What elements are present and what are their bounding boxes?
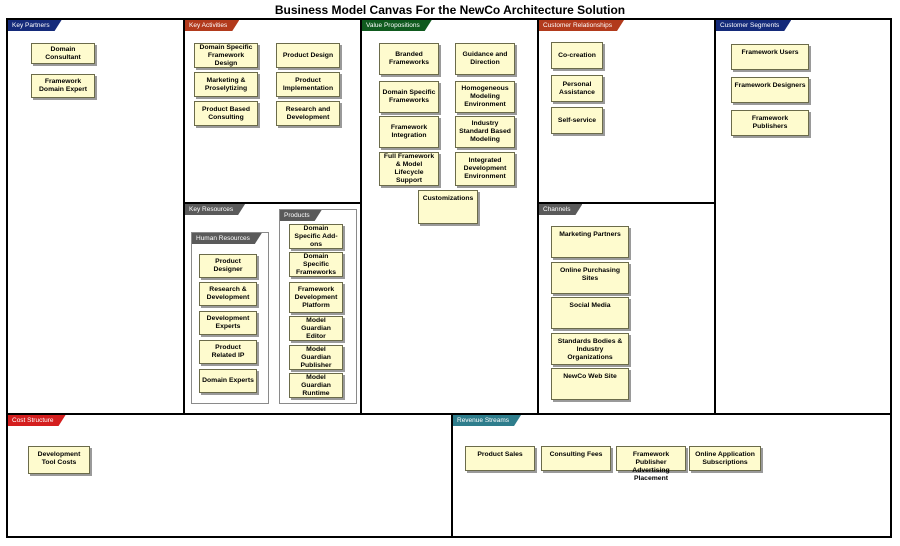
product-note[interactable]: Model Guardian Publisher (289, 345, 343, 370)
value-proposition-note[interactable]: Branded Frameworks (379, 43, 439, 75)
customer-relationship-note[interactable]: Self-service (551, 107, 603, 134)
human-resources-group: Human Resources Product Designer Researc… (191, 232, 269, 404)
channel-note[interactable]: Social Media (551, 297, 629, 329)
value-proposition-note[interactable]: Homogeneous Modeling Environment (455, 81, 515, 113)
customer-relationship-note[interactable]: Co-creation (551, 42, 603, 69)
revenue-stream-note[interactable]: Consulting Fees (541, 446, 611, 471)
value-proposition-note[interactable]: Full Framework & Model Lifecycle Support (379, 152, 439, 186)
channels-block: Channels Marketing Partners Online Purch… (537, 202, 716, 415)
revenue-stream-note[interactable]: Product Sales (465, 446, 535, 471)
value-proposition-note[interactable]: Domain Specific Frameworks (379, 81, 439, 113)
human-resource-note[interactable]: Research & Development (199, 282, 257, 306)
value-proposition-note[interactable]: Industry Standard Based Modeling (455, 116, 515, 148)
key-resources-label: Key Resources (185, 204, 245, 215)
value-proposition-note[interactable]: Framework Integration (379, 116, 439, 148)
value-propositions-label: Value Propositions (362, 20, 432, 31)
value-proposition-note[interactable]: Customizations (418, 190, 478, 224)
customer-segments-block: Customer Segments Framework Users Framew… (714, 18, 892, 415)
channels-label: Channels (539, 204, 582, 215)
customer-segment-note[interactable]: Framework Users (731, 44, 809, 70)
channel-note[interactable]: NewCo Web Site (551, 368, 629, 400)
key-partners-block: Key Partners Domain Consultant Framework… (6, 18, 185, 415)
key-activity-note[interactable]: Research and Development (276, 101, 340, 126)
key-activity-note[interactable]: Domain Specific Framework Design (194, 43, 258, 68)
products-label: Products (280, 210, 322, 221)
revenue-stream-note[interactable]: Online Application Subscriptions (689, 446, 761, 471)
channel-note[interactable]: Online Purchasing Sites (551, 262, 629, 294)
human-resources-label: Human Resources (192, 233, 262, 244)
canvas-title: Business Model Canvas For the NewCo Arch… (274, 3, 626, 17)
key-activity-note[interactable]: Product Based Consulting (194, 101, 258, 126)
revenue-streams-block: Revenue Streams Product Sales Consulting… (451, 413, 892, 538)
product-note[interactable]: Model Guardian Runtime (289, 373, 343, 398)
customer-segments-label: Customer Segments (716, 20, 791, 31)
product-note[interactable]: Framework Development Platform (289, 282, 343, 313)
cost-structure-label: Cost Structure (8, 415, 66, 426)
key-partner-note[interactable]: Domain Consultant (31, 43, 95, 64)
key-partners-label: Key Partners (8, 20, 62, 31)
customer-relationships-block: Customer Relationships Co-creation Perso… (537, 18, 716, 204)
human-resource-note[interactable]: Domain Experts (199, 369, 257, 393)
channel-note[interactable]: Standards Bodies & Industry Organization… (551, 333, 629, 365)
human-resource-note[interactable]: Development Experts (199, 311, 257, 335)
key-activity-note[interactable]: Product Implementation (276, 72, 340, 97)
cost-structure-note[interactable]: Development Tool Costs (28, 446, 90, 474)
key-activity-note[interactable]: Product Design (276, 43, 340, 68)
channel-note[interactable]: Marketing Partners (551, 226, 629, 258)
product-note[interactable]: Domain Specific Add-ons (289, 224, 343, 249)
customer-relationships-label: Customer Relationships (539, 20, 624, 31)
revenue-streams-label: Revenue Streams (453, 415, 521, 426)
key-activities-label: Key Activities (185, 20, 239, 31)
customer-relationship-note[interactable]: Personal Assistance (551, 75, 603, 102)
human-resource-note[interactable]: Product Related IP (199, 340, 257, 364)
cost-structure-block: Cost Structure Development Tool Costs (6, 413, 453, 538)
value-proposition-note[interactable]: Guidance and Direction (455, 43, 515, 75)
product-note[interactable]: Model Guardian Editor (289, 316, 343, 341)
human-resource-note[interactable]: Product Designer (199, 254, 257, 278)
key-activities-block: Key Activities Domain Specific Framework… (183, 18, 362, 204)
product-note[interactable]: Domain Specific Frameworks (289, 252, 343, 277)
key-partner-note[interactable]: Framework Domain Expert (31, 74, 95, 98)
value-propositions-block: Value Propositions Branded Frameworks Gu… (360, 18, 539, 415)
key-resources-block: Key Resources Human Resources Product De… (183, 202, 362, 415)
customer-segment-note[interactable]: Framework Designers (731, 77, 809, 103)
key-activity-note[interactable]: Marketing & Proselytizing (194, 72, 258, 97)
products-group: Products Domain Specific Add-ons Domain … (279, 209, 357, 404)
customer-segment-note[interactable]: Framework Publishers (731, 110, 809, 136)
value-proposition-note[interactable]: Integrated Development Environment (455, 152, 515, 186)
revenue-stream-note[interactable]: Framework Publisher Advertising Placemen… (616, 446, 686, 482)
